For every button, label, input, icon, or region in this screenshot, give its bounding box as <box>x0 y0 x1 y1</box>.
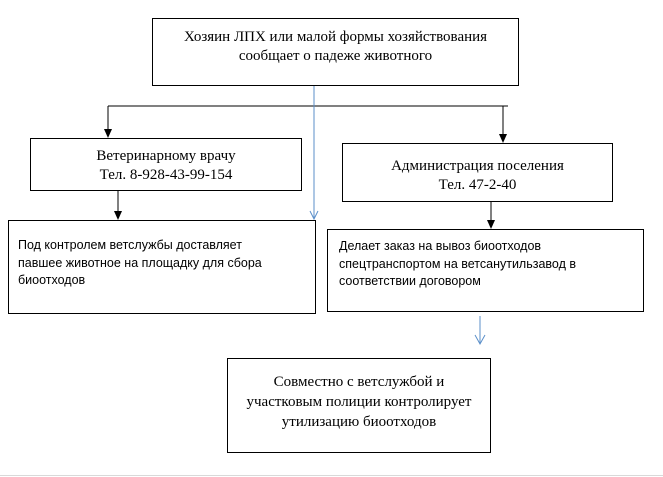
node-owner-line-2: сообщает о падеже животного <box>238 48 433 64</box>
node-control-line-1: Совместно с ветслужбой и <box>273 374 445 390</box>
node-deliver: Под контролем ветслужбы доставляет павше… <box>8 220 316 314</box>
node-owner-line-1: Хозяин ЛПХ или малой формы хозяйствовани… <box>183 29 488 45</box>
node-order-line-3: соответствии договором <box>339 274 481 288</box>
node-vet-line-1: Ветеринарному врачу <box>96 148 236 164</box>
arrowhead-to-order <box>487 220 495 229</box>
blue-arrowhead-to-deliver <box>309 210 319 221</box>
node-control-line-3: утилизацию биоотходов <box>281 414 437 430</box>
blue-arrowhead-to-control <box>474 334 486 346</box>
node-admin: Администрация поселения Тел. 47-2-40 <box>342 143 613 202</box>
node-deliver-line-3: биоотходов <box>18 273 86 287</box>
page-bottom-rule <box>0 475 663 476</box>
arrowhead-to-vet <box>104 129 112 138</box>
node-admin-line-2: Тел. 47-2-40 <box>438 177 517 193</box>
node-deliver-line-1: Под контролем ветслужбы доставляет <box>18 238 242 252</box>
node-vet-line-2: Тел. 8-928-43-99-154 <box>99 167 233 183</box>
node-deliver-line-2: павшее животное на площадку для сбора <box>18 255 262 270</box>
arrowhead-to-admin <box>499 134 507 143</box>
node-control-line-2: участковым полиции контролирует <box>246 394 472 410</box>
arrowhead-to-deliver <box>114 211 122 220</box>
node-order-line-1: Делает заказ на вывоз биоотходов <box>339 239 542 253</box>
node-owner: Хозяин ЛПХ или малой формы хозяйствовани… <box>152 18 519 86</box>
node-admin-line-1: Администрация поселения <box>391 158 564 174</box>
node-order: Делает заказ на вывоз биоотходов спецтра… <box>327 229 644 312</box>
node-control: Совместно с ветслужбой и участковым поли… <box>227 358 491 453</box>
node-vet: Ветеринарному врачу Тел. 8-928-43-99-154 <box>30 138 302 191</box>
node-order-line-2: спецтранспортом на ветсанутильзавод в <box>339 256 576 271</box>
